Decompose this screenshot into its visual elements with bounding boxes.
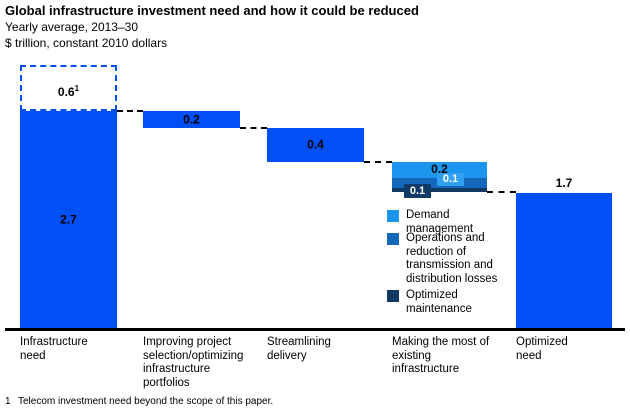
- bar-existing-infrastructure-stacked: 0.2 0.1 0.1: [392, 162, 487, 198]
- segment-optimized-maintenance: [392, 188, 487, 192]
- legend-swatch-maintenance-icon: [387, 290, 399, 302]
- axis-label-existing-infrastructure: Making the most of existing infrastructu…: [392, 336, 490, 375]
- footnote-marker: 1: [5, 396, 11, 407]
- chart-subtitle-unit: $ trillion, constant 2010 dollars: [5, 36, 168, 50]
- footnote: 1 Telecom investment need beyond the sco…: [5, 396, 273, 407]
- axis-label-optimized-need: Optimized need: [516, 336, 568, 362]
- bar-project-selection: 0.2: [143, 111, 240, 128]
- legend-item-optimized-maintenance: Optimized maintenance: [387, 289, 511, 316]
- value-label-project-selection: 0.2: [183, 112, 200, 126]
- value-label-streamlining-delivery: 0.4: [307, 137, 324, 152]
- footnote-superscript: 1: [74, 84, 80, 93]
- value-label-infrastructure-need: 2.7: [60, 212, 77, 226]
- connector-line-4: [487, 191, 516, 193]
- legend-swatch-demand-icon: [387, 210, 399, 222]
- bar-infrastructure-need: 2.7: [20, 111, 117, 328]
- legend-label-demand: Demand management: [406, 209, 474, 235]
- bar-streamlining-delivery: 0.4: [267, 128, 364, 162]
- legend-label-operations: Operations and reduction of transmission…: [406, 232, 498, 285]
- axis-label-streamlining-delivery: Streamlining delivery: [267, 336, 331, 362]
- telecom-dashed-segment: 0.61: [20, 65, 117, 111]
- bar-optimized-need: [516, 193, 612, 328]
- legend-item-demand-management: Demand management: [387, 209, 511, 236]
- x-axis-line: [5, 328, 625, 331]
- chart-subtitle-period: Yearly average, 2013–30: [5, 20, 138, 34]
- value-label-optimized-need: 1.7: [555, 176, 573, 190]
- axis-label-project-selection: Improving project selection/optimizing i…: [143, 336, 244, 389]
- connector-line-2: [240, 127, 267, 129]
- legend-swatch-operations-icon: [387, 233, 399, 245]
- value-label-operations-losses: 0.1: [437, 173, 464, 186]
- axis-label-infrastructure-need: Infrastructure need: [20, 336, 88, 362]
- chart-title: Global infrastructure investment need an…: [5, 3, 419, 18]
- value-label-demand-management: 0.2: [431, 162, 448, 176]
- footnote-text: Telecom investment need beyond the scope…: [18, 396, 274, 407]
- legend-label-maintenance: Optimized maintenance: [406, 289, 472, 315]
- legend-item-operations-losses: Operations and reduction of transmission…: [387, 232, 511, 286]
- connector-line-3: [364, 161, 392, 163]
- value-label-telecom: 0.61: [57, 84, 80, 99]
- connector-line-1: [117, 110, 143, 112]
- value-label-optimized-maintenance: 0.1: [404, 184, 431, 198]
